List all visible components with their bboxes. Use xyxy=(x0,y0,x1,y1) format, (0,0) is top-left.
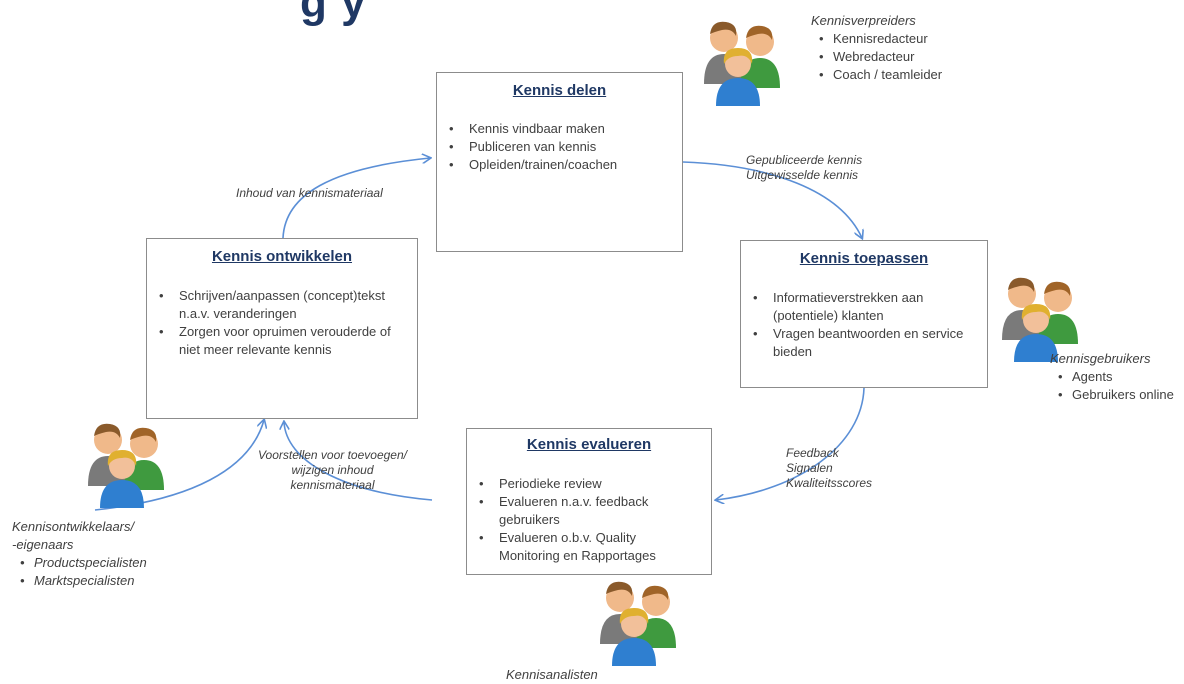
role-title: Kennisanalisten xyxy=(506,667,598,682)
list-item: Publiceren van kennis xyxy=(449,138,682,156)
list-item: Marktspecialisten xyxy=(20,572,147,590)
list-item: Gebruikers online xyxy=(1058,386,1174,404)
list-item: Evalueren n.a.v. feedback gebruikers xyxy=(479,493,681,529)
list-item: Evalueren o.b.v. Quality Monitoring en R… xyxy=(479,529,681,565)
role-title: Kennisgebruikers xyxy=(1050,351,1151,366)
role-title: -eigenaars xyxy=(12,537,74,552)
people-group-icon xyxy=(704,21,780,106)
label-line: Kwaliteitsscores xyxy=(786,476,873,490)
role-title: Kennisontwikkelaars/ xyxy=(12,519,135,534)
list-item: Zorgen voor opruimen verouderde of niet … xyxy=(159,323,407,359)
list-item: Opleiden/trainen/coachen xyxy=(449,156,682,174)
people-group-icon xyxy=(1002,277,1078,362)
box-title: Kennis toepassen xyxy=(799,250,929,267)
role-kennisgebruikers: Kennisgebruikers Agents Gebruikers onlin… xyxy=(1050,350,1174,404)
people-group-icon xyxy=(600,581,676,666)
list-item: Coach / teamleider xyxy=(819,66,942,84)
box-kennis-toepassen: Kennis toepassen Informatieverstrekken a… xyxy=(740,240,988,388)
people-group-icon xyxy=(88,423,164,508)
arrow-ontwikkelen-to-delen xyxy=(282,158,430,239)
label-to-delen: Inhoud van kennismateriaal xyxy=(236,186,383,200)
label-line: Signalen xyxy=(786,461,833,475)
label-line: wijzigen inhoud xyxy=(291,463,374,477)
label-line: Voorstellen voor toevoegen/ xyxy=(258,448,407,462)
box-title: Kennis evalueren xyxy=(526,436,652,453)
box-title: Kennis ontwikkelen xyxy=(211,248,353,265)
list-item: Productspecialisten xyxy=(20,554,147,572)
role-kennisontwikkelaars: Kennisontwikkelaars/ -eigenaars Products… xyxy=(12,518,147,590)
label-line: kennismateriaal xyxy=(290,478,375,492)
list-item: Schrijven/aanpassen (concept)tekst n.a.v… xyxy=(159,287,407,323)
list-item: Agents xyxy=(1058,368,1174,386)
box-kennis-ontwikkelen: Kennis ontwikkelen Schrijven/aanpassen (… xyxy=(146,238,418,419)
list-item: Kennis vindbaar maken xyxy=(449,120,682,138)
label-line: Gepubliceerde kennis xyxy=(746,153,863,167)
label-to-evalueren: Feedback Signalen Kwaliteitsscores xyxy=(786,446,872,491)
box-kennis-delen: Kennis delen Kennis vindbaar maken Publi… xyxy=(436,72,683,252)
list-item: Informatieverstrekken aan (potentiele) k… xyxy=(753,289,965,325)
label-line: Feedback xyxy=(786,446,839,460)
list-item: Vragen beantwoorden en service bieden xyxy=(753,325,965,361)
diagram-title-fragment: g y xyxy=(300,0,367,27)
list-item: Periodieke review xyxy=(479,475,681,493)
role-kennisverspreiders: Kennisverpreiders Kennisredacteur Webred… xyxy=(811,12,942,84)
arrow-toepassen-to-evalueren xyxy=(716,387,865,500)
list-item: Kennisredacteur xyxy=(819,30,942,48)
role-title: Kennisverpreiders xyxy=(811,13,916,28)
box-kennis-evalueren: Kennis evalueren Periodieke review Evalu… xyxy=(466,428,712,575)
label-to-ontwikkelen: Voorstellen voor toevoegen/ wijzigen inh… xyxy=(258,448,407,493)
arrow-delen-to-toepassen xyxy=(682,161,862,238)
list-item: Webredacteur xyxy=(819,48,942,66)
label-line: Uitgewisselde kennis xyxy=(746,168,859,182)
label-to-toepassen: Gepubliceerde kennis Uitgewisselde kenni… xyxy=(746,153,862,183)
arrow-evalueren-to-ontwikkelen xyxy=(284,422,433,501)
box-title: Kennis delen xyxy=(512,82,607,99)
role-kennisanalisten: Kennisanalisten xyxy=(506,666,598,684)
